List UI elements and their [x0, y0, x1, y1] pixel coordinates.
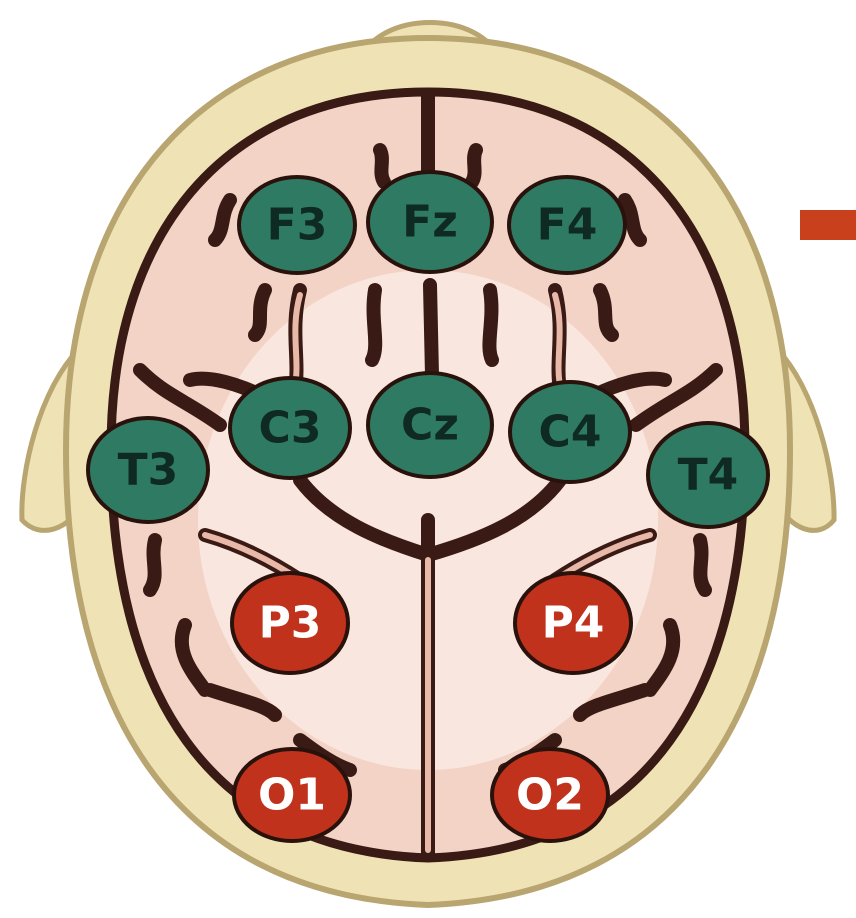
- electrode-c3-label: C3: [259, 403, 322, 454]
- electrode-cz: Cz: [368, 373, 492, 477]
- electrode-c3: C3: [230, 378, 350, 478]
- electrode-o1: O1: [234, 749, 350, 841]
- electrode-f4: F4: [509, 177, 625, 273]
- electrode-t4-label: T4: [678, 450, 739, 501]
- electrode-c4-label: C4: [539, 407, 602, 458]
- electrode-p3: P3: [232, 573, 348, 673]
- side-marker: [800, 210, 856, 240]
- electrode-f4-label: F4: [537, 200, 598, 251]
- electrode-cz-label: Cz: [401, 400, 459, 451]
- electrode-p4: P4: [515, 573, 631, 673]
- electrode-fz-label: Fz: [402, 197, 458, 248]
- electrode-fz: Fz: [368, 172, 492, 272]
- electrode-p4-label: P4: [542, 598, 605, 649]
- electrode-o1-label: O1: [258, 770, 326, 821]
- electrode-f3-label: F3: [267, 200, 328, 251]
- electrode-t4: T4: [648, 423, 768, 527]
- electrode-o2: O2: [492, 749, 608, 841]
- electrode-t3-label: T3: [118, 445, 179, 496]
- electrode-c4: C4: [510, 382, 630, 482]
- electrode-p3-label: P3: [259, 598, 322, 649]
- electrode-t3: T3: [88, 418, 208, 522]
- electrode-f3: F3: [239, 177, 355, 273]
- electrode-o2-label: O2: [516, 770, 584, 821]
